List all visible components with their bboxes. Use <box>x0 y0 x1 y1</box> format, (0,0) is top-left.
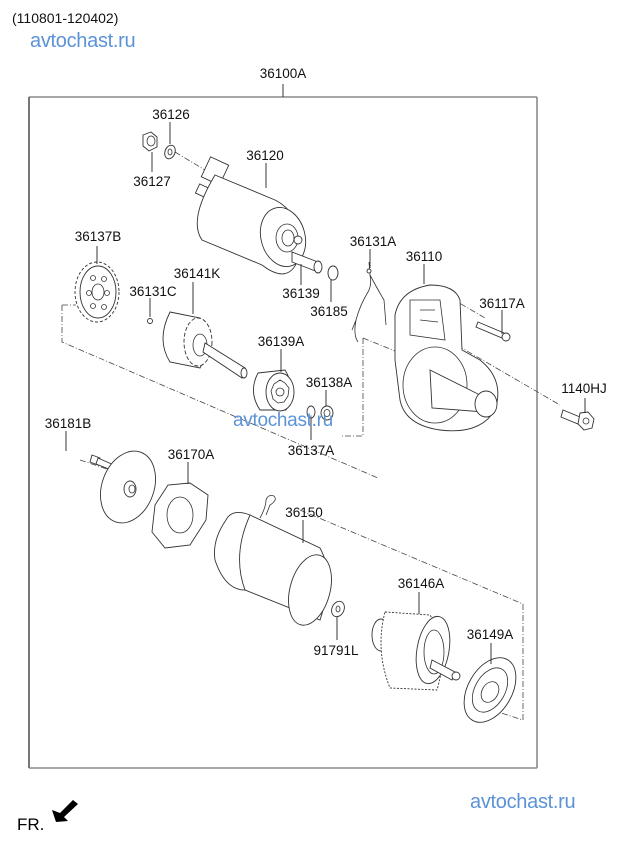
part-36137A-snap-ring[interactable] <box>306 405 316 440</box>
part-91791L-washer[interactable] <box>329 599 347 640</box>
label-36139A: 36139A <box>257 334 305 349</box>
label-36110: 36110 <box>405 249 443 264</box>
label-36141K: 36141K <box>173 266 221 281</box>
part-36131C-ball[interactable] <box>147 298 153 324</box>
label-91791L: 91791L <box>313 643 359 658</box>
part-36127-nut[interactable] <box>142 131 158 172</box>
part-36139-plunger[interactable] <box>291 251 323 285</box>
watermark-mid: avtochast.ru <box>233 410 333 431</box>
part-36139A-pinion-clutch[interactable] <box>253 349 295 412</box>
part-36141K-shaft-gear[interactable] <box>162 282 248 379</box>
part-36150-yoke[interactable] <box>214 495 338 630</box>
label-36185: 36185 <box>310 304 348 319</box>
watermark-top: avtochast.ru <box>30 30 136 52</box>
label-36127: 36127 <box>133 174 171 189</box>
label-36131A: 36131A <box>349 234 397 249</box>
front-direction-label: FR. <box>17 815 45 834</box>
label-36181B: 36181B <box>44 416 92 431</box>
part-36117A-bolt[interactable] <box>475 310 511 342</box>
label-36150: 36150 <box>285 505 323 520</box>
label-1140HJ: 1140HJ <box>561 381 607 396</box>
part-36126-washer[interactable] <box>163 122 177 160</box>
part-36138A-stop-collar[interactable] <box>320 390 334 421</box>
label-36100A: 36100A <box>259 66 307 81</box>
watermark-bottom: avtochast.ru <box>470 791 576 813</box>
part-36120-solenoid[interactable] <box>194 156 312 275</box>
label-36149A: 36149A <box>466 627 514 642</box>
part-1140HJ-bolt[interactable] <box>560 398 595 431</box>
part-36181B-through-bolt[interactable] <box>65 431 117 472</box>
label-36146A: 36146A <box>397 576 445 591</box>
part-36146A-armature[interactable] <box>371 592 461 691</box>
date-range-label: (110801-120402) <box>12 10 119 26</box>
label-36138A: 36138A <box>305 375 353 390</box>
part-rear-plate[interactable] <box>91 443 165 530</box>
part-36170A-brush-holder[interactable] <box>151 462 209 549</box>
part-36110-front-housing[interactable] <box>394 264 499 432</box>
part-36137B-gear[interactable] <box>74 246 120 323</box>
label-36131C: 36131C <box>129 284 177 299</box>
part-36131A-fork[interactable] <box>351 249 387 343</box>
part-36185-ring[interactable] <box>327 265 339 302</box>
label-36126: 36126 <box>152 107 190 122</box>
assembly-frame <box>28 84 538 769</box>
label-36120: 36120 <box>246 148 284 163</box>
label-36170A: 36170A <box>167 447 215 462</box>
label-36137B: 36137B <box>74 229 122 244</box>
label-36139: 36139 <box>282 286 320 301</box>
part-36149A-plate[interactable] <box>453 643 526 731</box>
arrow-front-icon <box>52 800 78 822</box>
label-36117A: 36117A <box>479 296 525 311</box>
label-36137A: 36137A <box>287 443 335 458</box>
